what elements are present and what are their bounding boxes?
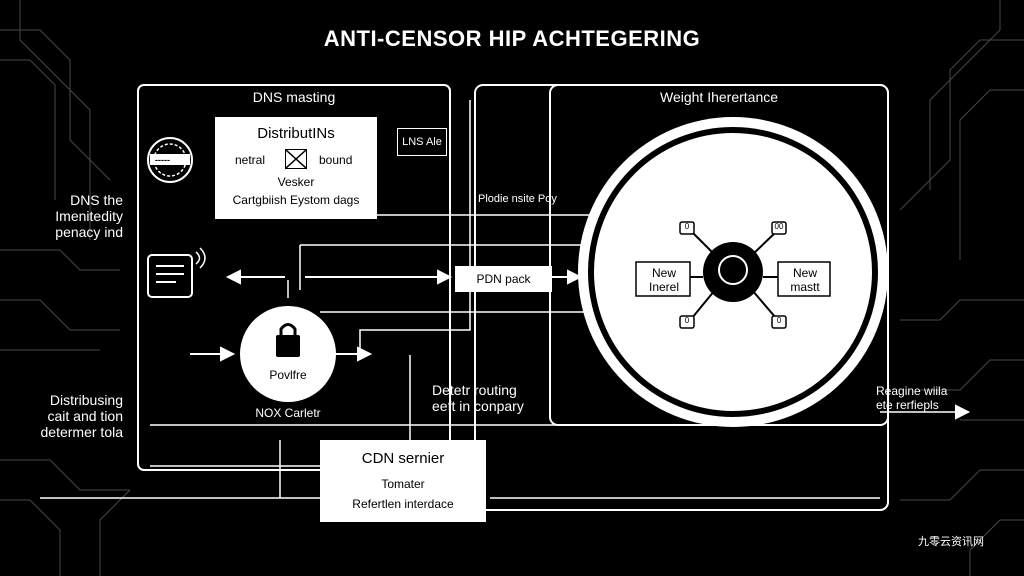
cdn-server-box: CDN sernier Tomater Refertlen interdace bbox=[320, 440, 486, 522]
satellite-label: 0 bbox=[684, 316, 690, 325]
node-line: New bbox=[651, 266, 676, 280]
satellite-node-br bbox=[771, 315, 787, 329]
core-node-caption: NOX Carletr bbox=[255, 406, 321, 420]
core-node-group bbox=[240, 306, 336, 402]
badge-label: ----- bbox=[155, 155, 170, 165]
arrows bbox=[190, 269, 971, 420]
circle-node-group bbox=[578, 117, 888, 427]
node-line: Inerel bbox=[648, 279, 680, 294]
satellite-node-tl bbox=[679, 221, 695, 235]
right-side-text: Reagine wiila ete rerfiepls bbox=[876, 384, 948, 413]
cdn-title: CDN sernier bbox=[361, 450, 445, 467]
arrow-right-head bbox=[437, 269, 453, 285]
left-side-line: Imenitedity bbox=[55, 208, 123, 225]
right-side-line: Reagine wiila bbox=[876, 384, 948, 398]
distribution-right-label: bound bbox=[319, 153, 353, 167]
node-line: mastt bbox=[790, 279, 820, 294]
satellite-label: 0 bbox=[684, 222, 690, 231]
left-side-text-2: Distribusing cait and tion determer tola bbox=[10, 392, 123, 440]
new-mastt-node bbox=[777, 261, 831, 297]
circuit-traces-left bbox=[0, 0, 131, 576]
arrow-left-head bbox=[225, 269, 241, 285]
routing-line: eeft in conpary bbox=[432, 398, 524, 415]
left-side-text-1: DNS the Imenitedity penacy ind bbox=[10, 192, 123, 240]
new-inerel-label: New Inerel bbox=[636, 266, 692, 295]
satellite-label: 0 bbox=[776, 316, 782, 325]
arrow-out-core-head bbox=[357, 346, 373, 362]
right-side-line: ete rerfiepls bbox=[876, 397, 939, 412]
distribution-title: DistributINs bbox=[257, 125, 335, 142]
lock-icon bbox=[276, 323, 300, 357]
watermark: 九零云资讯网 bbox=[918, 535, 984, 548]
connector-lines bbox=[40, 100, 960, 511]
routing-text: Detetr routing eeft in conpary bbox=[432, 382, 524, 414]
distribution-sub2: Cartgbiish Eystom dags bbox=[232, 193, 360, 207]
new-mastt-label: New mastt bbox=[778, 266, 832, 295]
arrow-into-core-head bbox=[220, 346, 236, 362]
satellite-node-tr bbox=[771, 221, 787, 235]
stamp-badge-icon bbox=[147, 137, 193, 183]
distribution-left-label: netral bbox=[235, 153, 266, 167]
cdn-line1: Tomater bbox=[381, 477, 425, 491]
circuit-traces-right bbox=[899, 0, 1024, 576]
server-device-icon bbox=[147, 247, 206, 298]
node-line: New bbox=[792, 266, 817, 280]
distribution-box: DistributINs netral bound Vesker Cartgbi… bbox=[215, 117, 377, 219]
weight-inheritance-heading: Weight Iherertance bbox=[659, 89, 779, 105]
new-inerel-node bbox=[635, 261, 691, 297]
cross-icon bbox=[285, 149, 307, 169]
left-side-line: penacy ind bbox=[55, 224, 123, 241]
arrow-right-exit-head bbox=[955, 404, 971, 420]
core-node-label: Povlfre bbox=[269, 368, 307, 382]
diagram-title: ANTI-CENSOR HIP ACHTEGERING bbox=[323, 26, 701, 51]
routing-line: Detetr routing bbox=[432, 382, 517, 398]
plodie-tag: Plodie nsite Poy bbox=[478, 193, 557, 205]
left-side-line: Distribusing bbox=[49, 392, 123, 408]
lns-tag: LNS Ale bbox=[397, 128, 447, 156]
dns-masting-heading: DNS masting bbox=[252, 89, 336, 105]
left-side-line: DNS the bbox=[70, 192, 123, 208]
hub-node bbox=[703, 242, 763, 302]
pdn-pack-box: PDN pack bbox=[455, 266, 552, 292]
satellite-label: 00 bbox=[774, 222, 784, 231]
left-side-line: cait and tion bbox=[47, 408, 124, 425]
distribution-sub1: Vesker bbox=[277, 175, 315, 189]
cdn-line2: Refertlen interdace bbox=[352, 497, 454, 511]
satellite-node-bl bbox=[679, 315, 695, 329]
arrow-to-circle-head bbox=[567, 269, 583, 285]
left-side-line: determer tola bbox=[40, 424, 123, 441]
